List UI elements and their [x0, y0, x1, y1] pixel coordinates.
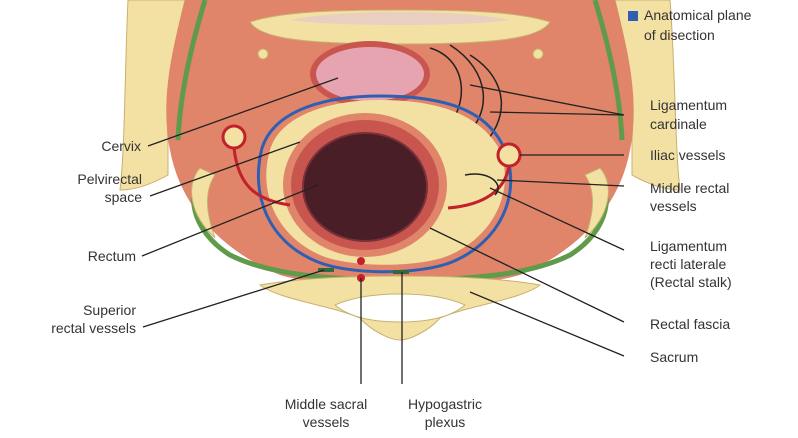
leader-sacrum: [470, 292, 624, 356]
label-ligamentum-cardinale: Ligamentum cardinale: [650, 97, 727, 132]
label-rectum: Rectum: [88, 248, 136, 264]
label-lig-recti-line1: Ligamentum: [650, 238, 732, 254]
rectum-lumen: [303, 133, 427, 241]
label-superior-rectal-line2: rectal vessels: [51, 320, 136, 336]
label-rectal-fascia: Rectal fascia: [650, 316, 730, 332]
label-cervix: Cervix: [101, 138, 141, 154]
sacral-canal: [335, 294, 465, 322]
label-middle-sacral-line2: vessels: [261, 414, 391, 430]
iliac-vessel-left: [223, 126, 245, 148]
label-pelvirectal-space: Pelvirectal space: [77, 171, 142, 205]
superior-rectal-vessel: [357, 257, 365, 265]
label-middle-sacral-vessels: Middle sacral vessels: [261, 396, 391, 430]
label-rectal-fascia-text: Rectal fascia: [650, 316, 730, 332]
iliac-vessel-right: [498, 144, 520, 166]
label-superior-rectal-line1: Superior: [51, 302, 136, 318]
label-iliac-vessels: Iliac vessels: [650, 147, 725, 163]
hypogastric-plexus-right: [393, 270, 409, 274]
ureter-right: [533, 49, 543, 59]
label-iliac-text: Iliac vessels: [650, 147, 725, 163]
label-lig-cardinale-line2: cardinale: [650, 116, 727, 132]
label-lig-recti-line3: (Rectal stalk): [650, 274, 732, 290]
label-rectum-text: Rectum: [88, 248, 136, 264]
label-cervix-text: Cervix: [101, 138, 141, 154]
cervix: [316, 47, 424, 101]
label-superior-rectal-vessels: Superior rectal vessels: [51, 302, 136, 336]
label-lig-cardinale-line1: Ligamentum: [650, 97, 727, 113]
label-hypogastric-line1: Hypogastric: [390, 396, 500, 412]
label-sacrum-text: Sacrum: [650, 349, 698, 365]
ureter-left: [258, 49, 268, 59]
label-sacrum: Sacrum: [650, 349, 698, 365]
legend-swatch: [628, 11, 638, 21]
label-middle-sacral-line1: Middle sacral: [261, 396, 391, 412]
label-middle-rectal-line2: vessels: [650, 198, 729, 214]
label-lig-recti-line2: recti laterale: [650, 256, 732, 272]
label-hypogastric-plexus: Hypogastric plexus: [390, 396, 500, 430]
label-hypogastric-line2: plexus: [390, 414, 500, 430]
legend-line2: of disection: [644, 27, 751, 43]
legend-text: Anatomical plane of disection: [644, 7, 751, 43]
label-pelvirectal-line1: Pelvirectal: [77, 171, 142, 187]
legend-line1: Anatomical plane: [644, 7, 751, 23]
label-ligamentum-recti-laterale: Ligamentum recti laterale (Rectal stalk): [650, 238, 732, 290]
label-pelvirectal-line2: space: [77, 189, 142, 205]
label-middle-rectal-vessels: Middle rectal vessels: [650, 180, 729, 214]
label-middle-rectal-line1: Middle rectal: [650, 180, 729, 196]
